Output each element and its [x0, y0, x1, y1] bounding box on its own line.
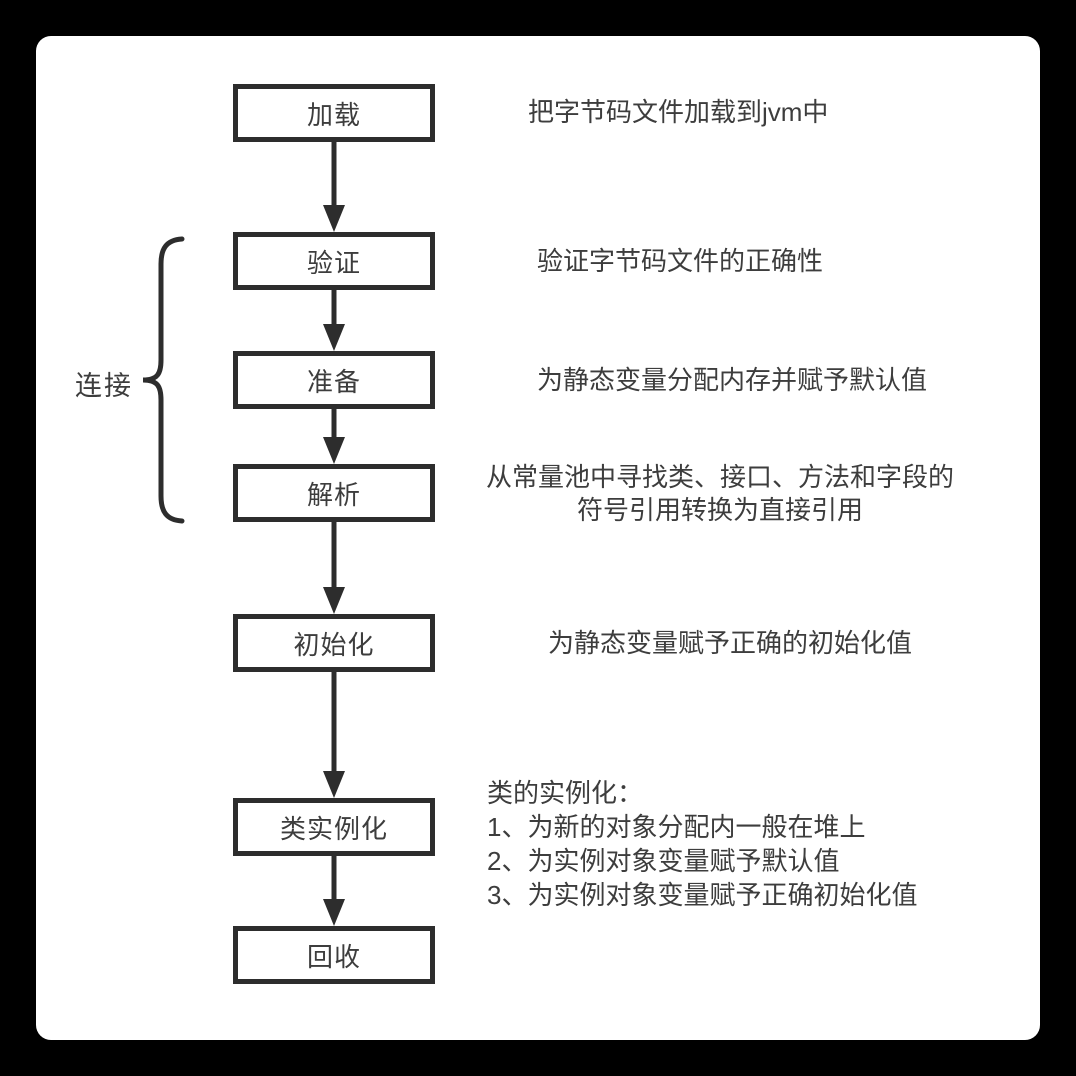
annotation-instantiate-item1: 1、为新的对象分配内一般在堆上	[487, 812, 866, 842]
link-brace	[142, 236, 185, 524]
flow-box-recycle: 回收	[233, 926, 435, 984]
arrow-load-to-verify	[323, 141, 345, 232]
flow-box-initialize-label: 初始化	[293, 629, 375, 660]
arrow-verify-to-prepare	[323, 290, 345, 351]
annotation-load: 把字节码文件加载到jvm中	[528, 97, 829, 127]
annotation-resolve: 从常量池中寻找类、接口、方法和字段的 符号引用转换为直接引用	[460, 461, 980, 527]
flow-box-resolve-label: 解析	[306, 479, 361, 510]
flow-box-resolve: 解析	[233, 464, 435, 522]
flow-box-prepare: 准备	[233, 351, 435, 409]
flow-box-load: 加载	[233, 84, 435, 142]
annotation-initialize: 为静态变量赋予正确的初始化值	[548, 628, 913, 658]
flow-box-load-label: 加载	[306, 99, 361, 130]
annotation-instantiate-item3: 3、为实例对象变量赋予正确初始化值	[487, 880, 918, 910]
flow-box-instantiate: 类实例化	[233, 798, 435, 856]
flow-box-verify-label: 验证	[306, 247, 361, 278]
flow-box-instantiate-label: 类实例化	[279, 813, 388, 844]
annotation-resolve-line2: 符号引用转换为直接引用	[576, 495, 863, 525]
flow-box-verify: 验证	[233, 232, 435, 290]
annotation-verify: 验证字节码文件的正确性	[537, 246, 824, 276]
annotation-instantiate: 类的实例化： 1、为新的对象分配内一般在堆上 2、为实例对象变量赋予默认值 3、…	[487, 776, 917, 912]
arrow-instantiate-to-recycle	[323, 856, 345, 926]
arrow-resolve-to-initialize	[323, 522, 345, 614]
annotation-instantiate-title: 类的实例化：	[487, 778, 644, 808]
flow-box-initialize: 初始化	[233, 614, 435, 672]
flow-box-prepare-label: 准备	[306, 366, 361, 397]
brace-label-link: 连接	[75, 371, 133, 401]
annotation-resolve-line1: 从常量池中寻找类、接口、方法和字段的	[485, 462, 954, 492]
arrow-prepare-to-resolve	[323, 409, 345, 464]
annotation-prepare: 为静态变量分配内存并赋予默认值	[537, 365, 928, 395]
diagram-card	[36, 36, 1040, 1040]
annotation-instantiate-item2: 2、为实例对象变量赋予默认值	[487, 846, 840, 876]
flow-box-recycle-label: 回收	[306, 941, 361, 972]
arrow-initialize-to-instantiate	[323, 672, 345, 798]
